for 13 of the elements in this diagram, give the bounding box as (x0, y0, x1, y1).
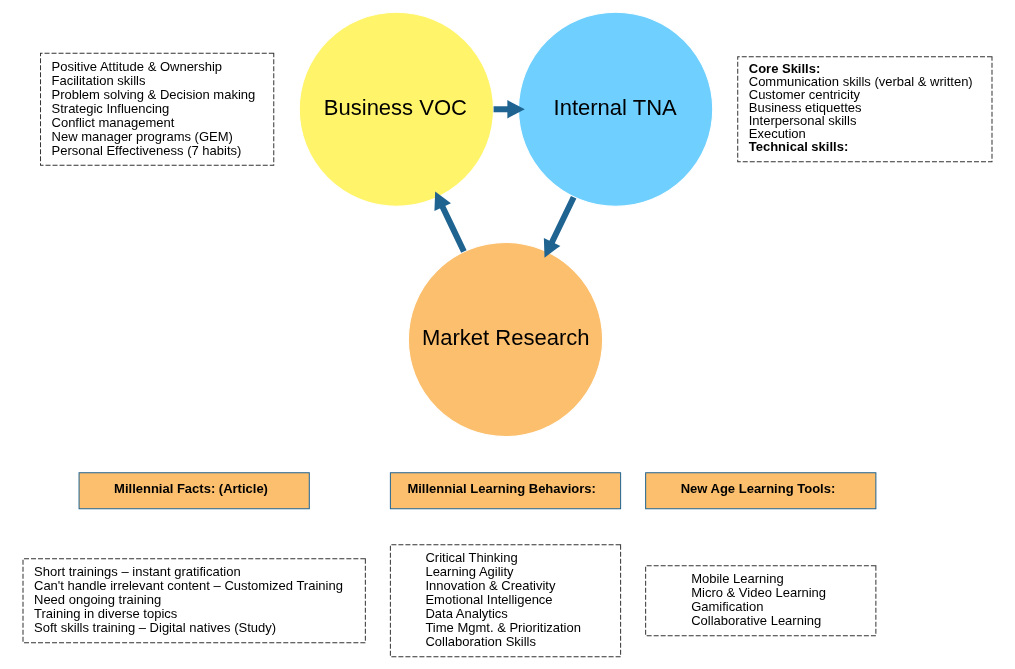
node-box: Millennial Facts: (Article) (78, 472, 310, 510)
node-box: Positive Attitude & Ownership Facilitation skills Problem solving & Decision making Strategic Influencing Conflict management New manager programs (GEM) Personal Effectiveness (7 habits) (40, 52, 275, 166)
node-box: Critical Thinking Learning Agility Innovation & Creativity Emotional Intelligence Data Analytics Time Mgmt. & Prioritization Collaboration Skills (389, 544, 622, 658)
node-circle: Market Research (407, 241, 604, 438)
arrow (543, 195, 577, 258)
node-box: Mobile Learning Micro & Video Learning Gamification Collaborative Learning (645, 565, 877, 637)
node-box: Short trainings – instant gratification Can't handle irrelevant content – Customized Training Need ongoing training Training in diverse topics Soft skills training – Digital natives (Study) (22, 558, 366, 644)
node-circle: Internal TNA (518, 11, 714, 207)
arrow (434, 191, 467, 253)
node-box: Core Skills: Communication skills (verbal & written) Customer centricity Business etiquettes Interpersonal skills Execution Technical skills: (737, 56, 993, 163)
node-circle: Business VOC (298, 11, 494, 207)
node-box: Millennial Learning Behaviors: (389, 472, 622, 510)
node-box: New Age Learning Tools: (645, 472, 877, 510)
